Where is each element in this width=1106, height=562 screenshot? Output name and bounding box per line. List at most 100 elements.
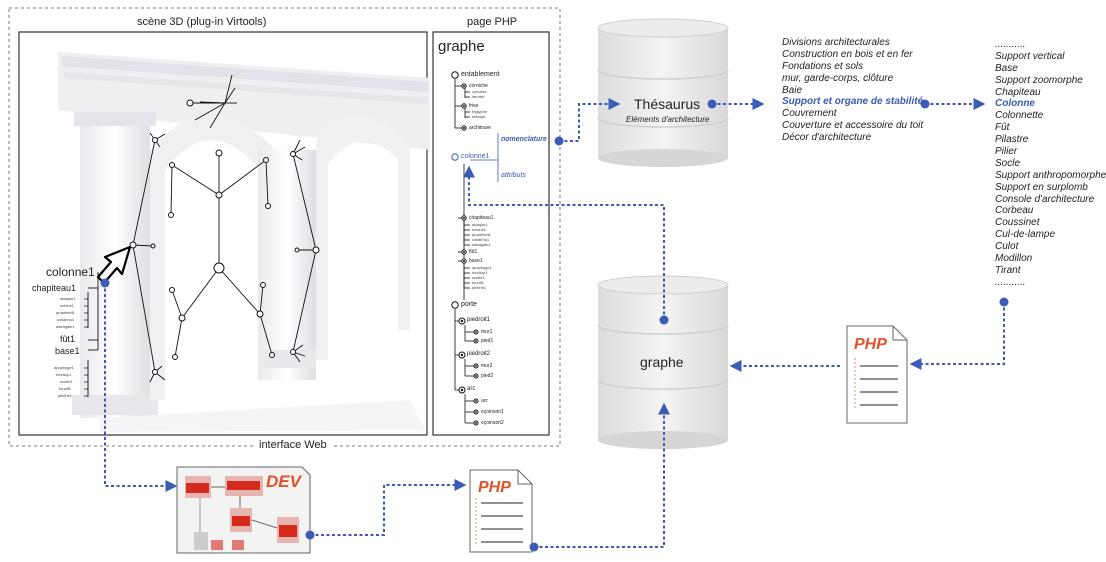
php-node-entablement: entablement bbox=[461, 71, 500, 78]
colonne1-leaf-ticks bbox=[84, 298, 88, 397]
php-node-leaf: triglyphe bbox=[472, 109, 488, 114]
php-node-corniche: corniche bbox=[469, 83, 488, 89]
scene-label-chapiteau-child: collarino1 bbox=[57, 317, 75, 322]
thesaurus-term-item-selected[interactable]: Colonne bbox=[995, 98, 1035, 110]
thesaurus-term-item: ........... bbox=[995, 39, 1026, 50]
thesaurus-title: Thésaurus bbox=[634, 96, 701, 112]
php-node-leaf: plinthe1 bbox=[472, 285, 487, 290]
scene-label-chapiteau1: chapiteau1 bbox=[32, 283, 77, 293]
thesaurus-term-item[interactable]: Culot bbox=[995, 241, 1019, 253]
scene-3d-title: scène 3D (plug-in Virtools) bbox=[137, 16, 267, 28]
thesaurus-term-item[interactable]: Base bbox=[995, 62, 1018, 74]
php-node-piedroit2: piedroit2 bbox=[467, 351, 491, 357]
php-node-leaf: quadrelet1 bbox=[472, 232, 491, 237]
scene-label-chapiteau-child: astragale1 bbox=[56, 324, 75, 329]
thesaurus-term-item[interactable]: Socle bbox=[995, 157, 1021, 169]
thesaurus-term-item[interactable]: Console d'architecture bbox=[995, 193, 1095, 205]
php-node-fut1: fût1 bbox=[469, 249, 478, 255]
php-doc-bottom-label: PHP bbox=[478, 479, 511, 496]
php-tree-nodes bbox=[451, 71, 479, 426]
php-node-leaf: scotie1 bbox=[472, 275, 485, 280]
php-node-arc-child: arc bbox=[481, 398, 488, 404]
thesaurus-term-item[interactable]: Fût bbox=[995, 122, 1010, 134]
php-node-leaf: echine1 bbox=[472, 227, 487, 232]
php-node-architrave: architrave bbox=[469, 125, 491, 131]
scene-label-base-child: scotie1 bbox=[60, 379, 73, 384]
php-node-pied1: pied1 bbox=[481, 338, 494, 344]
thesaurus-term-item[interactable]: Support en surplomb bbox=[995, 181, 1088, 193]
scene-graph-skeleton bbox=[132, 74, 317, 383]
thesaurus-category-item-selected[interactable]: Support et organe de stabilité bbox=[782, 96, 924, 108]
connectors bbox=[104, 98, 1005, 548]
php-node-leaf: tondif1 bbox=[472, 280, 485, 285]
thesaurus-category-item[interactable]: mur, garde-corps, clôture bbox=[782, 72, 894, 84]
web-interface-label: interface Web bbox=[259, 439, 327, 451]
scene-graph-nodes bbox=[129, 99, 320, 375]
php-doc-right bbox=[846, 325, 908, 424]
thesaurus-category-item[interactable]: Baie bbox=[782, 84, 803, 96]
php-node-leaf: abaque1 bbox=[472, 222, 488, 227]
thesaurus-term-list: ........... Support vertical Base Suppor… bbox=[995, 40, 1106, 290]
thesaurus-term-item[interactable]: Modillon bbox=[995, 253, 1033, 265]
php-node-porte: porte bbox=[461, 301, 477, 308]
graphe-db-title: graphe bbox=[640, 354, 684, 370]
scene-label-base-child: apophyge1 bbox=[54, 365, 74, 370]
php-node-leaf: larmier bbox=[472, 94, 485, 99]
php-node-leaf: tondiup1 bbox=[472, 270, 488, 275]
thesaurus-term-item: ........... bbox=[995, 276, 1026, 288]
php-node-ecoinson2: eçoinson2 bbox=[481, 420, 504, 426]
thesaurus-term-item[interactable]: Tirant bbox=[995, 264, 1021, 276]
php-node-frise: frise bbox=[469, 103, 479, 109]
php-node-mur1: mur1 bbox=[481, 329, 493, 335]
php-node-arc: arc bbox=[467, 386, 476, 392]
php-node-ecoinson1: eçoinson1 bbox=[481, 409, 504, 415]
connector-dots bbox=[100, 99, 1009, 552]
php-link-attributs[interactable]: attributs bbox=[501, 172, 526, 179]
php-node-colonne1: colonne1 bbox=[461, 153, 490, 160]
scene-label-fut1: fût1 bbox=[60, 334, 76, 344]
web-interface-frame bbox=[8, 7, 561, 447]
thesaurus-category-item[interactable]: Couverture et accessoire du toit bbox=[782, 120, 924, 132]
thesaurus-term-item[interactable]: Support zoomorphe bbox=[995, 74, 1083, 86]
php-page-title: page PHP bbox=[467, 16, 518, 28]
php-graphe-panel bbox=[432, 31, 550, 436]
scene-label-base-child: tondif1 bbox=[59, 386, 72, 391]
thesaurus-term-item[interactable]: Cul-de-lampe bbox=[995, 229, 1056, 241]
thesaurus-category-item[interactable]: Fondations et sols bbox=[782, 60, 864, 72]
thesaurus-category-item[interactable]: Construction en bois et en fer bbox=[782, 48, 913, 60]
scene-label-colonne1: colonne1 bbox=[46, 265, 95, 279]
thesaurus-database bbox=[597, 18, 729, 167]
php-link-nomenclature[interactable]: nomenclature bbox=[501, 136, 547, 143]
php-tree-node-dots bbox=[460, 85, 477, 424]
scene-label-chapiteau-child: echine1 bbox=[60, 303, 75, 308]
php-graphe-title: graphe bbox=[438, 38, 485, 55]
php-node-chapiteau1: chapiteau1 bbox=[469, 215, 494, 221]
thesaurus-category-item[interactable]: Couvrement bbox=[782, 108, 837, 120]
thesaurus-category-item[interactable]: Décor d'architecture bbox=[782, 132, 872, 144]
thesaurus-term-item[interactable]: Corbeau bbox=[995, 205, 1034, 217]
php-node-leaf: astragale1 bbox=[472, 242, 491, 247]
thesaurus-category-item[interactable]: Divisions architecturales bbox=[782, 37, 890, 48]
dev-doc-label: DEV bbox=[266, 472, 301, 491]
php-node-leaf: apophyge1 bbox=[472, 265, 492, 270]
thesaurus-term-item[interactable]: Colonnette bbox=[995, 110, 1044, 122]
thesaurus-term-item[interactable]: Chapiteau bbox=[995, 86, 1041, 98]
scene-label-chapiteau-child: abaque1 bbox=[60, 296, 76, 301]
thesaurus-term-item[interactable]: Pilastre bbox=[995, 134, 1029, 146]
scene-label-base1: base1 bbox=[55, 346, 80, 356]
pointer-cursor-icon bbox=[96, 245, 132, 285]
scene-label-base-child: tondiup1 bbox=[56, 372, 72, 377]
thesaurus-term-item[interactable]: Support anthropomorphe bbox=[995, 169, 1106, 181]
dev-screenshot-doc bbox=[176, 466, 311, 554]
php-doc-bottom bbox=[469, 469, 533, 553]
thesaurus-term-item[interactable]: Pilier bbox=[995, 146, 1018, 158]
php-doc-right-label: PHP bbox=[854, 336, 887, 353]
php-node-leaf: metope bbox=[472, 114, 486, 119]
thesaurus-subtitle: Eléments d'architecture bbox=[626, 115, 710, 124]
thesaurus-term-item[interactable]: Support vertical bbox=[995, 50, 1065, 62]
thesaurus-term-item[interactable]: Coussinet bbox=[995, 217, 1040, 229]
scene-label-chapiteau-child: quadrelet1 bbox=[56, 310, 75, 315]
php-node-piedroit1: piedroit1 bbox=[467, 317, 491, 323]
